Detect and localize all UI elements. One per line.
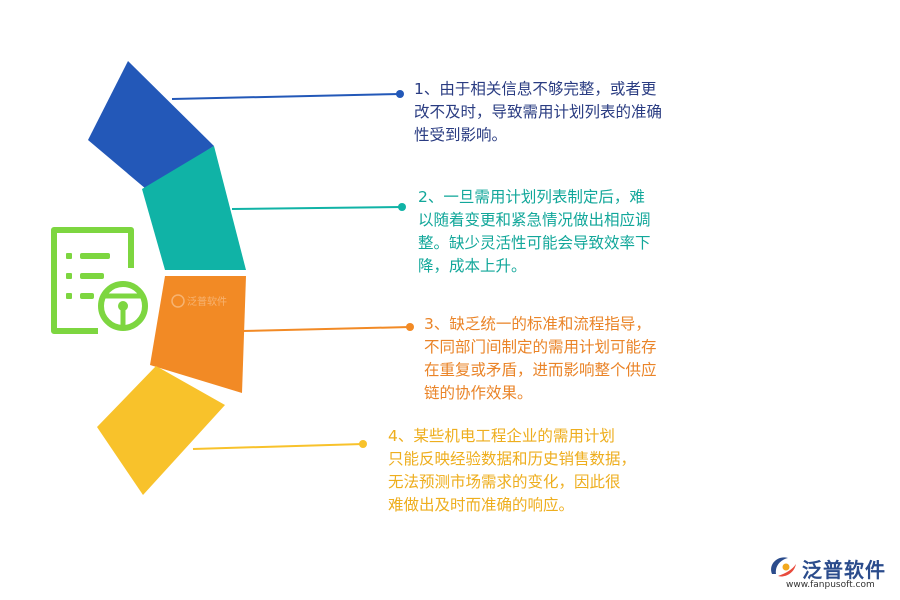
brand-url: www.fanpusoft.com (786, 580, 875, 590)
connector-3 (241, 326, 411, 332)
segment-3 (150, 276, 246, 393)
watermark: 泛普软件 (171, 294, 227, 308)
connector-1 (171, 93, 401, 100)
connector-dot-1 (396, 90, 404, 98)
segment-2 (142, 146, 246, 270)
connector-4 (192, 443, 364, 450)
watermark-logo-icon (171, 294, 185, 308)
item-1-text: 1、由于相关信息不够完整，或者更 改不及时，导致需用计划列表的准确 性受到影响。 (414, 80, 663, 144)
item-4-text: 4、某些机电工程企业的需用计划 只能反映经验数据和历史销售数据， 无法预测市场需… (388, 427, 637, 514)
connector-dot-4 (359, 440, 367, 448)
connector-dot-2 (398, 203, 406, 211)
connector-2 (231, 206, 403, 210)
checklist-steering-wheel-icon (51, 227, 148, 334)
brand-logo: 泛普软件 www.fanpusoft.com (766, 552, 896, 596)
segment-4 (97, 366, 225, 495)
segment-1 (88, 61, 214, 189)
brand-name: 泛普软件 (802, 558, 886, 582)
item-3-text: 3、缺乏统一的标准和流程指导， 不同部门间制定的需用计划可能存 在重复或矛盾，进… (424, 315, 657, 402)
item-2-text: 2、一旦需用计划列表制定后，难 以随着变更和紧急情况做出相应调 整。缺少灵活性可… (418, 188, 651, 275)
connector-dot-3 (406, 323, 414, 331)
watermark-text: 泛普软件 (187, 295, 227, 308)
fanpu-logo-icon (771, 557, 796, 577)
